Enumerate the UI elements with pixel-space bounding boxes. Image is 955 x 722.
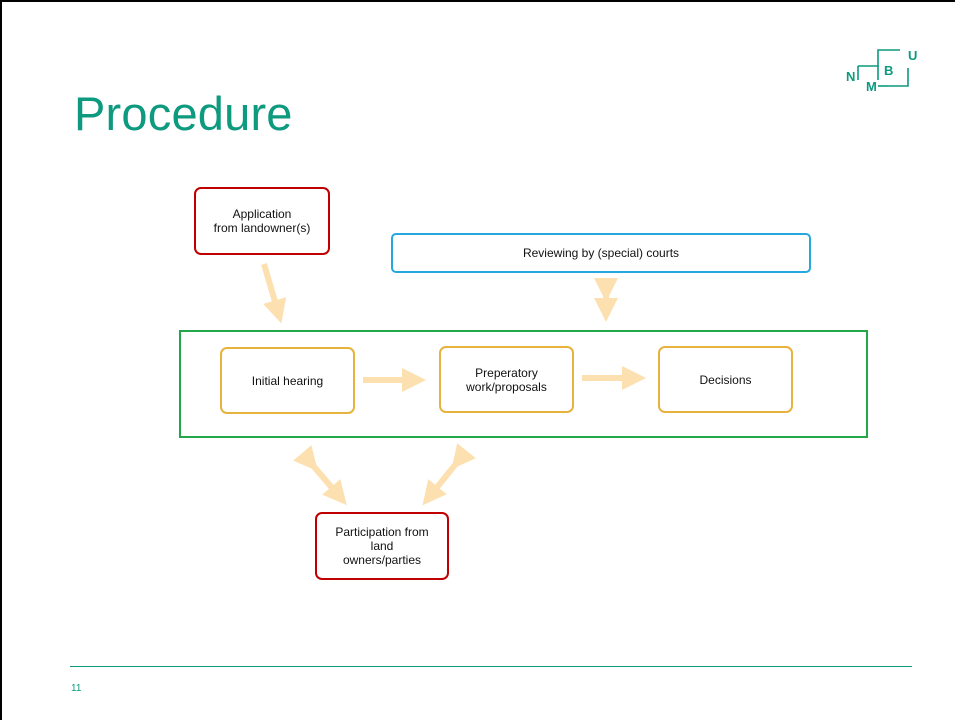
participation-box: Participation from land owners/parties xyxy=(315,512,449,580)
logo-letter-m: M xyxy=(866,79,877,94)
process-frame xyxy=(179,330,868,438)
arrow-application-to-frame xyxy=(261,263,287,324)
initial-hearing-box: Initial hearing xyxy=(220,347,355,414)
arrow-participation-right xyxy=(422,443,476,506)
footer-divider xyxy=(70,666,912,667)
application-box: Application from landowner(s) xyxy=(194,187,330,255)
decisions-box: Decisions xyxy=(658,346,793,413)
arrow-participation-left xyxy=(293,445,347,506)
page-title: Procedure xyxy=(74,87,293,140)
nmbu-logo: N M B U xyxy=(846,48,917,94)
logo-letter-b: B xyxy=(884,63,893,78)
logo-letter-u: U xyxy=(908,48,917,63)
logo-letter-n: N xyxy=(846,69,855,84)
preparatory-box: Preperatory work/proposals xyxy=(439,346,574,413)
page-number: 11 xyxy=(71,683,82,694)
reviewing-box: Reviewing by (special) courts xyxy=(391,233,811,273)
